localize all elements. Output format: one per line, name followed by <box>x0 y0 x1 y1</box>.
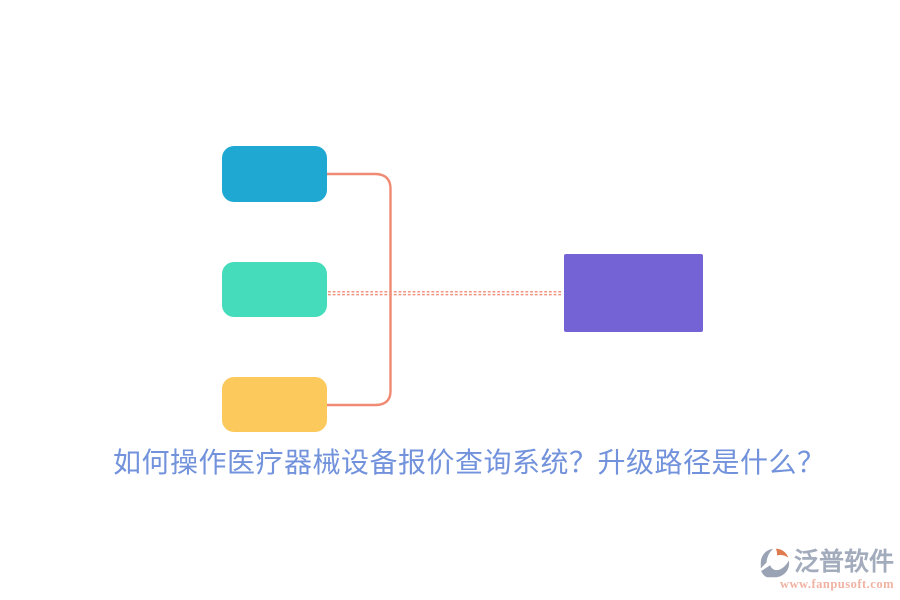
logo-segment-orange <box>775 548 789 558</box>
watermark-brand-row: 泛普软件 <box>759 547 894 579</box>
page-title: 如何操作医疗器械设备报价查询系统？升级路径是什么？ <box>113 448 826 479</box>
brand-name: 泛普软件 <box>793 549 894 576</box>
fanpu-logo-icon <box>760 548 790 578</box>
node-right <box>564 254 703 332</box>
node-bottom-left <box>222 377 327 432</box>
logo-segment-gray-bottom <box>761 560 790 578</box>
bracket-connector <box>325 172 392 407</box>
brand-url: www.fanpusoft.com <box>779 577 894 591</box>
watermark: 泛普软件 www.fanpusoft.com <box>759 547 894 592</box>
node-top-left <box>222 146 327 202</box>
logo-segment-gray-top <box>760 548 774 569</box>
node-middle-left <box>222 262 327 317</box>
